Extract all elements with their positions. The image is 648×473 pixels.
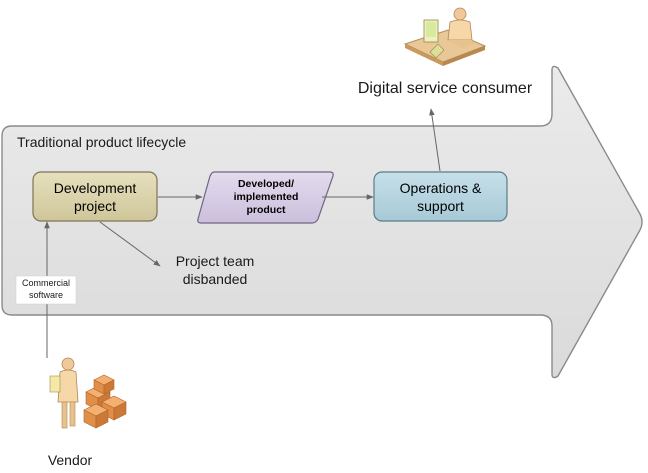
development-project-label: Development project bbox=[53, 179, 137, 214]
dev-to-team-arrow bbox=[99, 221, 161, 267]
operations-to-consumer-arrow bbox=[429, 108, 441, 172]
vendor-icon bbox=[49, 357, 127, 429]
consumer-icon bbox=[403, 7, 487, 66]
project-team-label: Project team disbanded bbox=[175, 253, 255, 287]
operations-support-box bbox=[373, 171, 508, 222]
developed-product-box bbox=[197, 171, 334, 224]
consumer-label: Digital service consumer bbox=[357, 80, 533, 97]
operations-support-label: Operations & support bbox=[399, 179, 482, 214]
commercial-software-label-box bbox=[15, 275, 77, 305]
development-project-box bbox=[32, 171, 158, 222]
commercial-software-label: Commercial software bbox=[21, 278, 70, 300]
lifecycle-block-arrow bbox=[1, 65, 643, 379]
container-label: Traditional product lifecycle bbox=[17, 134, 187, 150]
developed-product-label: Developed/ implemented product bbox=[233, 178, 299, 216]
vendor-label: Vendor bbox=[47, 452, 93, 468]
